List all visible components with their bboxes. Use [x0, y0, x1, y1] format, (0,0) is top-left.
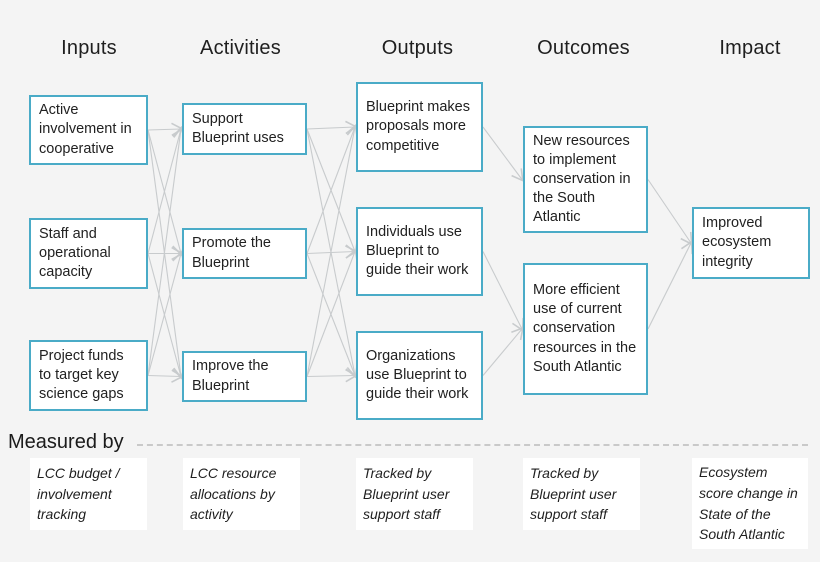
- node-output-organizations-use: Organizations use Blueprint to guide the…: [356, 331, 483, 420]
- measure-impact: Ecosystem score change in State of the S…: [692, 458, 808, 549]
- measure-outputs: Tracked by Blueprint user support staff: [356, 458, 473, 530]
- measure-activities: LCC resource allocations by activity: [183, 458, 300, 530]
- node-input-project-funds: Project funds to target key science gaps: [29, 340, 148, 411]
- column-header-outputs: Outputs: [381, 37, 454, 59]
- node-input-active-involvement: Active involvement in cooperative: [29, 95, 148, 165]
- node-activity-support-blueprint: Support Blueprint uses: [182, 103, 307, 155]
- measure-inputs: LCC budget / involvement tracking: [30, 458, 147, 530]
- column-header-inputs: Inputs: [61, 37, 117, 59]
- node-impact-ecosystem-integrity: Improved ecosystem integrity: [692, 207, 810, 279]
- column-header-outcomes: Outcomes: [537, 37, 630, 59]
- measured-by-label: Measured by: [8, 431, 124, 453]
- node-input-staff-capacity: Staff and operational capacity: [29, 218, 148, 289]
- node-outcome-efficient-use: More efficient use of current conservati…: [523, 263, 648, 395]
- node-output-proposals-competitive: Blueprint makes proposals more competiti…: [356, 82, 483, 172]
- column-header-activities: Activities: [200, 37, 281, 59]
- measure-outcomes: Tracked by Blueprint user support staff: [523, 458, 640, 530]
- node-activity-improve-blueprint: Improve the Blueprint: [182, 351, 307, 402]
- column-header-impact: Impact: [719, 37, 781, 59]
- measured-by-divider: [137, 444, 808, 446]
- node-output-individuals-use: Individuals use Blueprint to guide their…: [356, 207, 483, 296]
- node-activity-promote-blueprint: Promote the Blueprint: [182, 228, 307, 279]
- node-outcome-new-resources: New resources to implement conservation …: [523, 126, 648, 233]
